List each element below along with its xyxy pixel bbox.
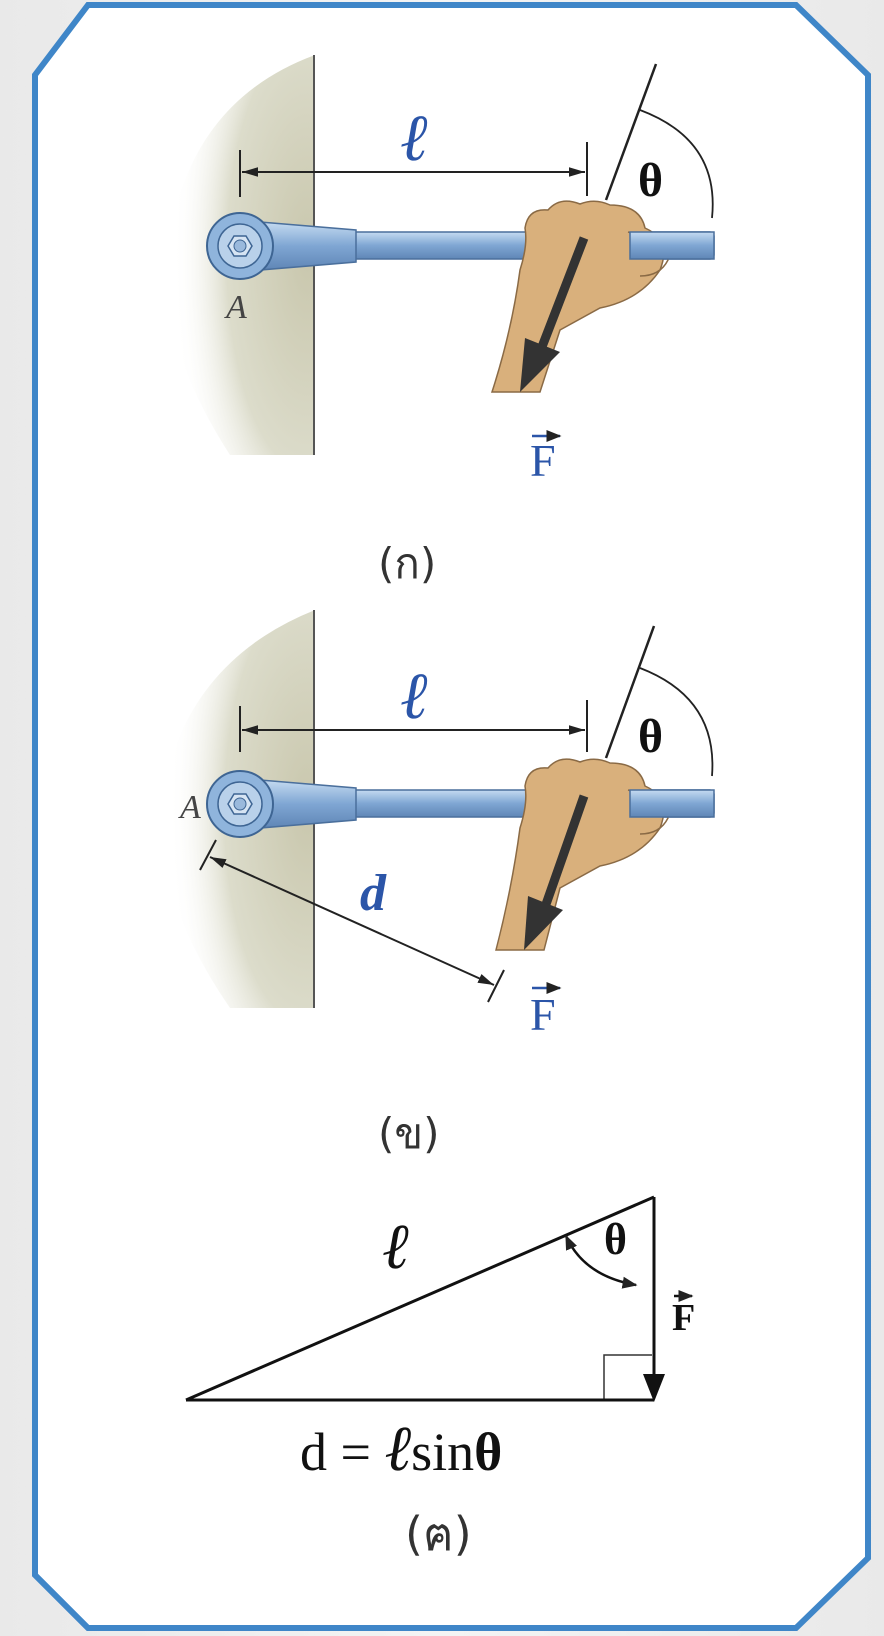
point-label-b: A xyxy=(178,789,201,826)
force-arrow-shaft-a xyxy=(535,236,589,354)
angle-line-b xyxy=(604,625,656,759)
angle-label-c: θ xyxy=(604,1215,627,1264)
force-arrowhead-c xyxy=(643,1374,665,1402)
distance-tick-start-b xyxy=(199,839,217,871)
point-label-a: A xyxy=(224,289,247,326)
caption-a: (ก) xyxy=(378,539,436,588)
length-label-a: ℓ xyxy=(400,102,428,175)
distance-label-b: d xyxy=(360,865,387,922)
angle-line-a xyxy=(604,63,658,201)
wrench-bar-front-a xyxy=(629,231,715,260)
distance-line-b xyxy=(209,856,495,986)
force-arrowhead-b xyxy=(524,896,563,950)
distance-tick-end-b xyxy=(487,969,505,1003)
length-label-b: ℓ xyxy=(400,660,428,733)
force-label-a: F xyxy=(530,435,556,486)
bolt-center-b xyxy=(233,797,247,811)
force-arrow-shaft-b xyxy=(539,794,589,912)
angle-arc-a xyxy=(639,109,714,219)
figure-c-background xyxy=(150,1180,690,1350)
figure-b: ℓ θ A d F (ข) xyxy=(128,605,715,1158)
wrench-neck-a xyxy=(259,221,357,271)
bolt-center-a xyxy=(233,239,247,253)
hypotenuse-label-c: ℓ xyxy=(382,1211,409,1282)
caption-b: (ข) xyxy=(378,1109,439,1158)
force-arrowhead-a xyxy=(520,338,560,392)
equation-d-part: d = xyxy=(300,1422,384,1482)
angle-label-a: θ xyxy=(638,154,663,207)
equation-l-part: ℓ xyxy=(384,1413,411,1484)
equation-theta-part: θ xyxy=(474,1422,502,1482)
caption-c: (ฅ) xyxy=(405,1507,472,1561)
wrench-bar-front-b xyxy=(629,789,715,818)
force-label-c: F xyxy=(672,1297,695,1339)
angle-arc-b xyxy=(639,667,714,777)
angle-arc-c xyxy=(564,1234,638,1289)
hypotenuse-line xyxy=(185,1195,655,1402)
figure-a: ℓ θ A F (ก) xyxy=(130,40,715,588)
right-angle-marker xyxy=(603,1354,652,1400)
angle-label-b: θ xyxy=(638,710,663,763)
wrench-neck-b xyxy=(259,779,357,829)
equation-c: d = ℓsinθ xyxy=(300,1413,502,1484)
equation-sin-part: sin xyxy=(411,1422,474,1482)
force-label-b: F xyxy=(530,989,556,1040)
figure-c: θ ℓ F d = ℓsinθ (ฅ) xyxy=(150,1180,695,1561)
